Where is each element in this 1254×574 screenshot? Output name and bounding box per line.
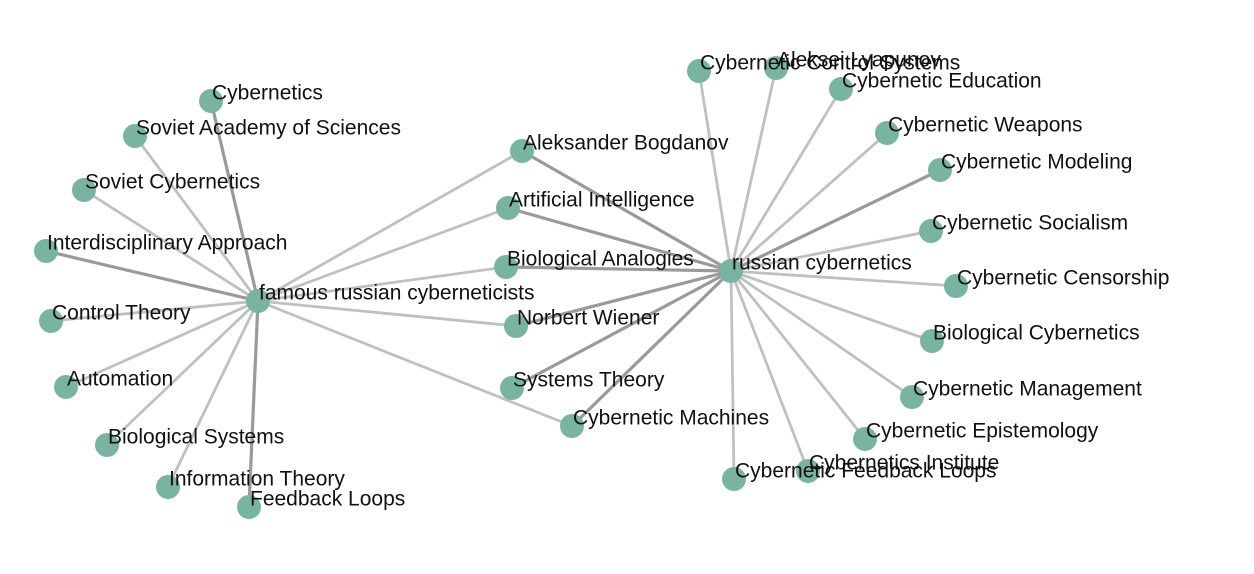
node-bio_cyb[interactable] [920,329,944,353]
node-label-management: Cybernetic Management [913,378,1142,401]
node-cybernetics[interactable] [199,89,223,113]
edge-famous-bio_systems [105,299,260,447]
node-interdisc[interactable] [34,239,58,263]
edge-famous-feedback [247,299,260,509]
node-label-epistemology: Cybernetic Epistemology [866,420,1099,443]
edge-russian-bio_analogies [504,265,733,273]
node-label-censorship: Cybernetic Censorship [957,267,1169,290]
node-bogdanov[interactable] [510,139,534,163]
node-label-control_systems: Cybernetic Control Systems [700,52,960,75]
node-label-bogdanov: Aleksander Bogdanov [523,132,729,155]
node-socialism[interactable] [919,219,943,243]
edge-russian-machines [570,269,733,428]
edge-russian-systems [510,269,733,390]
edge-famous-machines [256,299,574,428]
node-control[interactable] [39,309,63,333]
node-label-bio_analogies: Biological Analogies [507,248,694,271]
edge-famous-bio_analogies [256,265,508,303]
node-label-institute: Cybernetics Institute [809,452,999,475]
edge-russian-management [729,269,914,399]
node-weapons[interactable] [875,121,899,145]
node-label-socialism: Cybernetic Socialism [932,212,1128,235]
node-label-modeling: Cybernetic Modeling [941,151,1132,174]
node-label-automation: Automation [67,368,173,391]
node-famous[interactable] [246,289,270,313]
node-label-bio_cyb: Biological Cybernetics [933,322,1140,345]
edge-russian-institute [729,269,810,473]
node-label-systems: Systems Theory [513,369,665,392]
edge-famous-ai [256,206,510,303]
node-label-soviet_cyb: Soviet Cybernetics [85,171,260,194]
node-wiener[interactable] [504,314,528,338]
node-automation[interactable] [54,375,78,399]
node-label-cyb_feedback: Cybernetic Feedback Loops [735,460,997,483]
edge-famous-control [49,299,260,323]
edge-famous-bogdanov [256,149,524,303]
edge-famous-info_theory [166,299,260,489]
node-label-famous: famous russian cyberneticists [259,282,534,305]
node-label-feedback: Feedback Loops [250,488,405,511]
node-institute[interactable] [796,459,820,483]
node-label-lyapunov: Aleksei Lyapunov [777,49,941,72]
node-feedback[interactable] [237,495,261,519]
edge-russian-education [729,87,843,273]
edge-russian-control_systems [697,69,733,273]
node-bio_systems[interactable] [95,433,119,457]
edge-russian-modeling [729,168,942,273]
edge-famous-cybernetics [209,99,260,303]
node-bio_analogies[interactable] [494,255,518,279]
node-soviet_cyb[interactable] [72,178,96,202]
node-label-cybernetics: Cybernetics [212,82,323,105]
node-label-wiener: Norbert Wiener [517,307,659,330]
edge-famous-soviet_cyb [82,188,260,303]
node-systems[interactable] [500,376,524,400]
nodes-layer [34,56,968,519]
node-ai[interactable] [496,196,520,220]
node-info_theory[interactable] [156,475,180,499]
edge-russian-bogdanov [520,149,733,273]
node-label-soviet_academy: Soviet Academy of Sciences [136,117,401,140]
node-russian[interactable] [719,259,743,283]
edge-famous-automation [64,299,260,389]
node-label-bio_systems: Biological Systems [108,426,284,449]
node-lyapunov[interactable] [764,56,788,80]
node-control_systems[interactable] [687,59,711,83]
edge-russian-cyb_feedback [729,269,736,481]
node-epistemology[interactable] [853,427,877,451]
node-cyb_feedback[interactable] [722,467,746,491]
node-censorship[interactable] [944,274,968,298]
edge-russian-lyapunov [729,66,778,273]
edge-russian-ai [506,206,733,273]
node-soviet_academy[interactable] [123,124,147,148]
edge-russian-socialism [729,229,933,273]
node-label-machines: Cybernetic Machines [573,407,769,430]
node-modeling[interactable] [928,158,952,182]
node-management[interactable] [900,385,924,409]
edge-russian-wiener [514,269,733,328]
node-label-education: Cybernetic Education [842,70,1042,93]
node-machines[interactable] [560,414,584,438]
edge-russian-weapons [729,131,889,273]
node-label-ai: Artificial Intelligence [509,189,695,212]
edge-russian-censorship [729,269,958,288]
node-label-russian: russian cybernetics [732,252,912,275]
edge-famous-wiener [256,299,518,328]
node-label-control: Control Theory [52,302,191,325]
node-label-info_theory: Information Theory [169,468,345,491]
node-education[interactable] [829,77,853,101]
edge-famous-soviet_academy [133,134,260,303]
edge-famous-interdisc [44,249,260,303]
edge-russian-bio_cyb [729,269,934,343]
edge-russian-epistemology [729,269,867,441]
labels-layer: famous russian cyberneticists russian cyb… [47,49,1169,511]
edges-layer [44,66,958,509]
node-label-interdisc: Interdisciplinary Approach [47,232,287,255]
node-label-weapons: Cybernetic Weapons [888,114,1083,137]
